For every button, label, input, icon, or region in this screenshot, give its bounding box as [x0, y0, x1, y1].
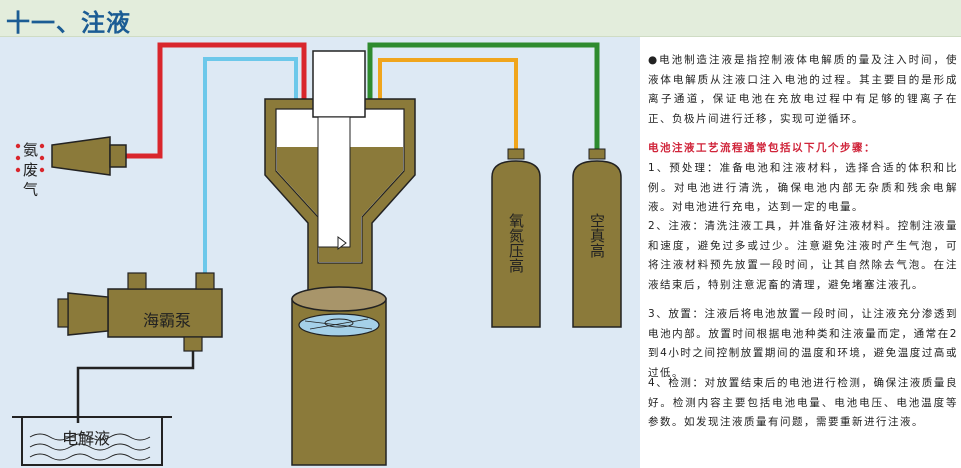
steps-heading: 电池注液工艺流程通常包括以下几个步骤： [648, 142, 876, 154]
pump [57, 272, 223, 352]
step-4: 4、检测：对放置结束后的电池进行检测，确保注液质量良好。检测内容主要包括电池电量… [648, 377, 958, 429]
electrolyte-feed-pipe [76, 339, 195, 423]
intro-paragraph: ●电池制造注液是指控制液体电解质的量及注入时间，使液体电解质从注液口注入电池的过… [648, 51, 958, 129]
header-bar: 十一、注液 [0, 0, 961, 37]
description-panel: ●电池制造注液是指控制液体电解质的量及注入时间，使液体电解质从注液口注入电池的过… [640, 37, 961, 468]
green-pipe [367, 42, 600, 149]
electrolyte-label: 电解液 [62, 429, 110, 448]
bullet-marker: ● [648, 54, 660, 66]
electrolyte-container [12, 416, 172, 466]
battery-cell [291, 286, 387, 466]
vacuum-cylinder-label: 空真高 [588, 213, 606, 258]
nitrogen-cylinder [491, 148, 541, 328]
orange-pipe [378, 58, 518, 149]
page-title: 十一、注液 [6, 9, 131, 37]
vacuum-cylinder [572, 148, 622, 328]
step-2: 2、注液：清洗注液工具，并准备好注液材料。控制注液量和速度，避免过多或过少。注意… [648, 220, 958, 291]
nitrogen-cylinder-label: 氧氮压高 [507, 213, 525, 273]
gas-waste-nozzle [15, 136, 127, 176]
red-pipe [126, 42, 307, 159]
gas-waste-label: 氨 废 气 [21, 142, 39, 197]
diagram-svg: 氨 废 气 氧氮 [12, 42, 622, 466]
step-3: 3、放置：注液后将电池放置一段时间，让注液充分渗透到电池内部。放置时间根据电池种… [648, 308, 958, 379]
injection-funnel [264, 50, 416, 300]
pump-label: 海霸泵 [143, 311, 191, 330]
intro-text: 电池制造注液是指控制液体电解质的量及注入时间，使液体电解质从注液口注入电池的过程… [648, 54, 958, 125]
step-1: 1、预处理：准备电池和注液材料，选择合适的体积和比例。对电池进行清洗，确保电池内… [648, 162, 958, 214]
blue-pipe [203, 57, 298, 289]
injection-diagram: 氨 废 气 氧氮 [0, 37, 640, 468]
